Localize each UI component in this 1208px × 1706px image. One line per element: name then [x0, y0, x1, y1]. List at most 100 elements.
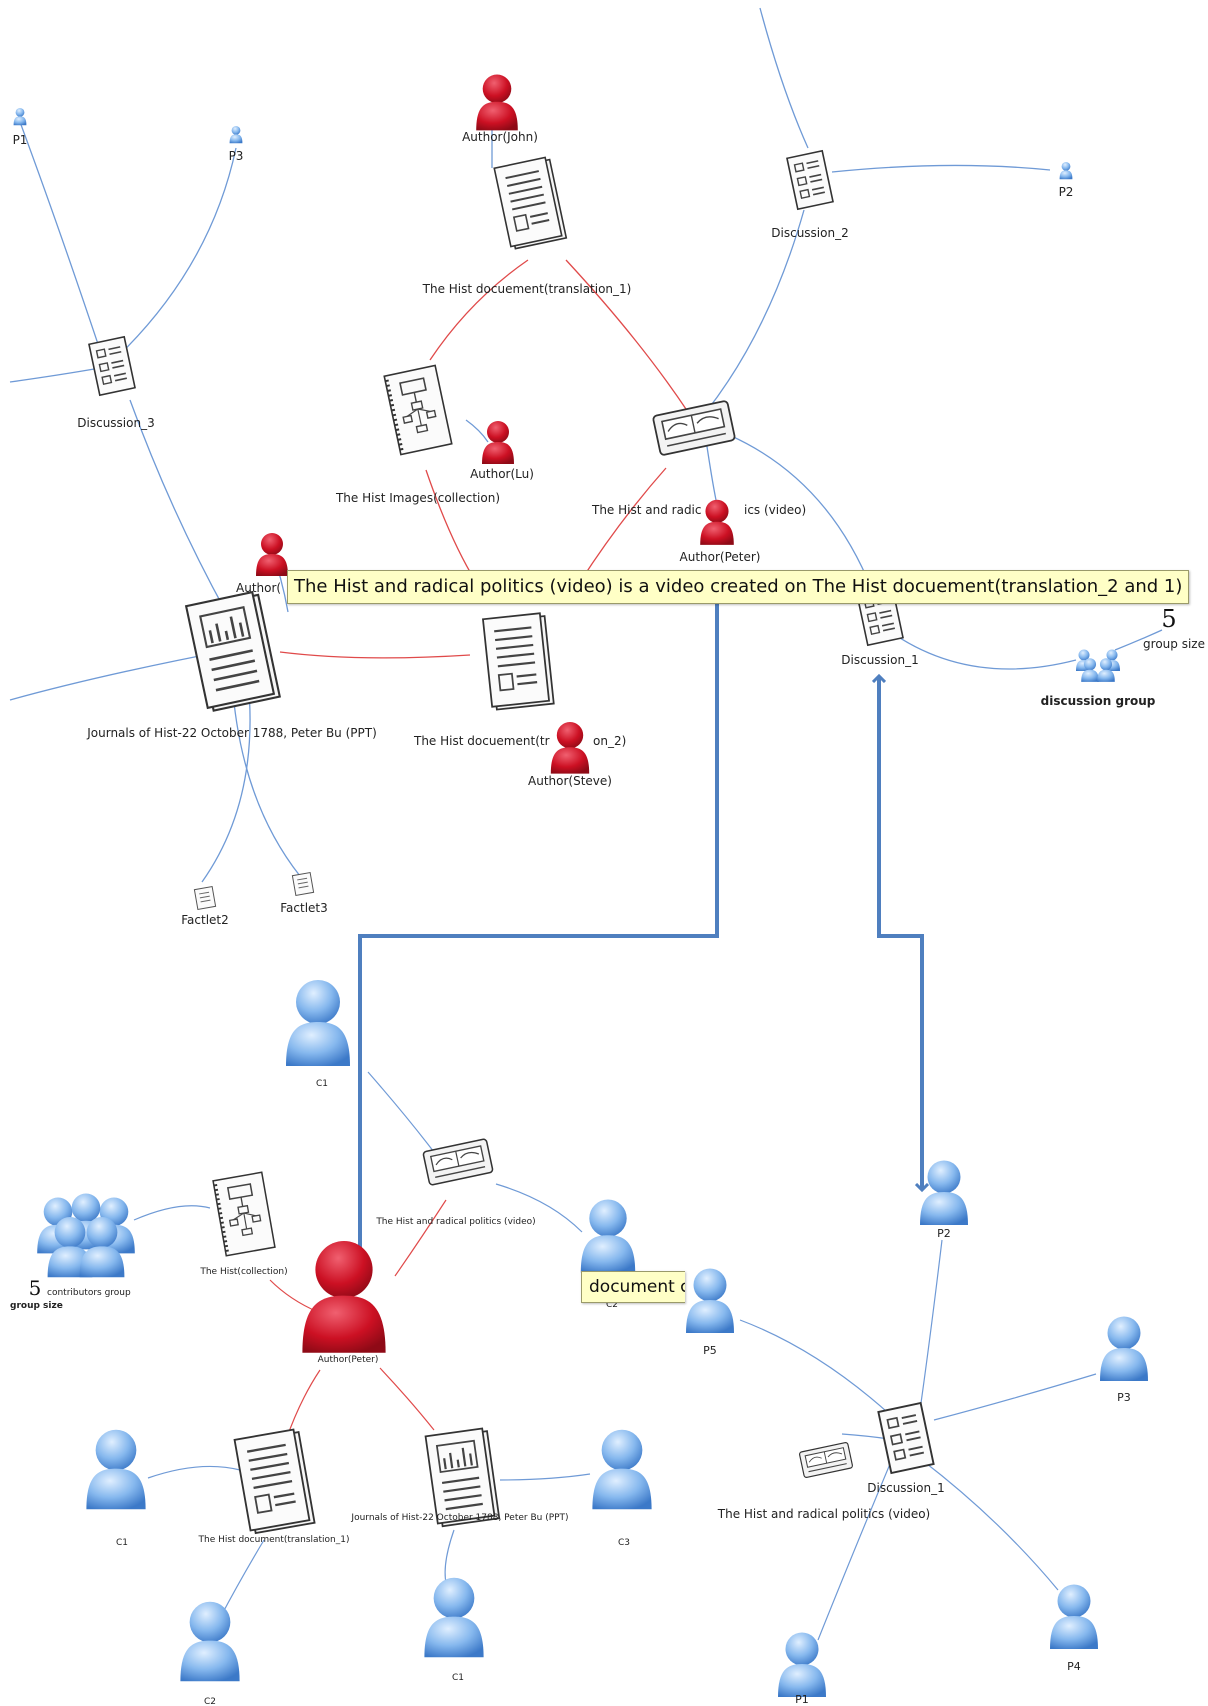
document-icon-translation-2[interactable]	[481, 611, 555, 712]
contributor-icon-c3[interactable]	[592, 1429, 652, 1510]
discussion-icon-1-bottom[interactable]	[877, 1402, 935, 1474]
document-icon-translation-1-bottom[interactable]	[233, 1427, 316, 1536]
author-icon-partial[interactable]	[256, 533, 288, 576]
author-icon-center[interactable]	[302, 1241, 386, 1353]
person-icon-p2[interactable]	[1059, 162, 1073, 180]
factlet-icon-2[interactable]	[193, 886, 217, 910]
discussion-label: Discussion_2	[771, 226, 848, 240]
author-label: Author(John)	[462, 130, 538, 144]
person-icon-p2-bottom[interactable]	[920, 1160, 968, 1226]
edge	[759, 7, 809, 149]
edge	[133, 1205, 211, 1221]
edge	[9, 367, 101, 383]
contributor-icon-c1-bottom[interactable]	[424, 1577, 484, 1658]
top-edges	[9, 7, 1163, 883]
person-icon-p1[interactable]	[13, 108, 27, 126]
author-icon-john[interactable]	[476, 74, 518, 131]
factlet-label: Factlet3	[280, 901, 328, 915]
author-label: Author(Steve)	[528, 774, 612, 788]
author-icon-peter[interactable]	[700, 499, 734, 545]
video-icon-bottom-right[interactable]	[798, 1441, 854, 1479]
edge	[379, 1367, 435, 1431]
notebook-icon-images[interactable]	[382, 363, 454, 457]
edge	[705, 439, 717, 501]
contributor-label: C3	[618, 1538, 630, 1548]
contributor-label: C1	[116, 1538, 128, 1548]
video-icon-bottom[interactable]	[422, 1137, 494, 1187]
person-icon-p4[interactable]	[1050, 1584, 1098, 1650]
document-label: The Hist and radical politics (video)	[717, 1507, 930, 1521]
edge	[565, 259, 689, 413]
chart-document-icon-journals[interactable]	[184, 589, 282, 714]
document-label: The Hist Images(collection)	[335, 491, 500, 505]
edge	[495, 1183, 583, 1233]
document-label: on_2)	[593, 734, 626, 748]
edge	[465, 419, 489, 443]
edge	[1114, 629, 1163, 651]
discussion-label: Discussion_1	[841, 653, 918, 667]
contributor-icon-c2-top[interactable]	[580, 1199, 636, 1273]
edge	[705, 209, 805, 413]
document-label: The Hist document(translation_1)	[198, 1535, 350, 1545]
edge	[231, 679, 301, 877]
document-icon-translation-1[interactable]	[493, 155, 568, 251]
person-icon-p3[interactable]	[229, 126, 243, 144]
notebook-icon-collection[interactable]	[211, 1170, 277, 1258]
author-label: Author(	[236, 581, 281, 595]
edge	[219, 1539, 265, 1619]
edge	[499, 1473, 591, 1481]
edge	[579, 467, 667, 583]
contributor-label: C1	[316, 1079, 328, 1089]
person-icon-p3-bottom[interactable]	[1100, 1316, 1148, 1382]
group-name-label: discussion group	[1041, 694, 1156, 708]
group-size-label: group size	[10, 1301, 63, 1311]
discussion-icon-2[interactable]	[786, 150, 834, 210]
edge	[394, 1199, 447, 1277]
contributor-label: C2	[204, 1697, 216, 1706]
discussion-group-icon[interactable]	[1076, 649, 1120, 682]
group-size-label: group size	[1143, 637, 1205, 651]
person-label: P4	[1067, 1660, 1081, 1673]
edge	[269, 1279, 319, 1313]
edge	[831, 164, 1051, 173]
contributor-icon-c2-bottom[interactable]	[180, 1601, 240, 1682]
person-label: P1	[795, 1693, 809, 1706]
document-label: The Hist(collection)	[199, 1267, 287, 1277]
document-label: The Hist docuement(tr	[413, 734, 550, 748]
contributors-group-icon[interactable]	[37, 1193, 135, 1278]
document-label: The Hist and radic	[591, 503, 702, 517]
discussion-label: Discussion_3	[77, 416, 154, 430]
video-info-tooltip: The Hist and radical politics (video) is…	[287, 570, 1190, 604]
edge	[919, 1239, 943, 1411]
edge	[111, 147, 237, 363]
author-icon-steve[interactable]	[550, 722, 590, 774]
document-tooltip: document c	[581, 1271, 685, 1303]
edge	[817, 1463, 891, 1641]
person-icon-p5[interactable]	[686, 1268, 734, 1334]
edge	[429, 259, 529, 361]
connector-arrows	[360, 596, 922, 1276]
document-label: The Hist and radical politics (video)	[375, 1217, 535, 1227]
contributor-label: C1	[452, 1673, 464, 1683]
person-label: P1	[13, 133, 28, 147]
contributor-label: C2	[606, 1300, 618, 1310]
edge	[921, 1459, 1059, 1591]
person-label: P3	[1117, 1391, 1131, 1404]
edge	[19, 121, 105, 363]
document-label: The Hist docuement(translation_1)	[422, 282, 632, 296]
person-label: P2	[937, 1227, 951, 1240]
video-icon-top[interactable]	[651, 399, 737, 457]
person-label: P2	[1059, 185, 1074, 199]
edge	[933, 1373, 1097, 1421]
contributor-icon-c1-top[interactable]	[286, 980, 350, 1066]
person-icon-p1-bottom[interactable]	[778, 1632, 826, 1698]
edge	[367, 1071, 441, 1161]
discussion-label: Discussion_1	[867, 1481, 944, 1495]
author-icon-lu[interactable]	[482, 421, 514, 464]
contributor-icon-c1-left[interactable]	[86, 1429, 146, 1510]
chart-document-icon-journals-bottom[interactable]	[424, 1426, 501, 1528]
arrow-discussion-to-discussion	[879, 676, 922, 1190]
factlet-icon-3[interactable]	[291, 872, 315, 896]
document-label: ics (video)	[744, 503, 806, 517]
